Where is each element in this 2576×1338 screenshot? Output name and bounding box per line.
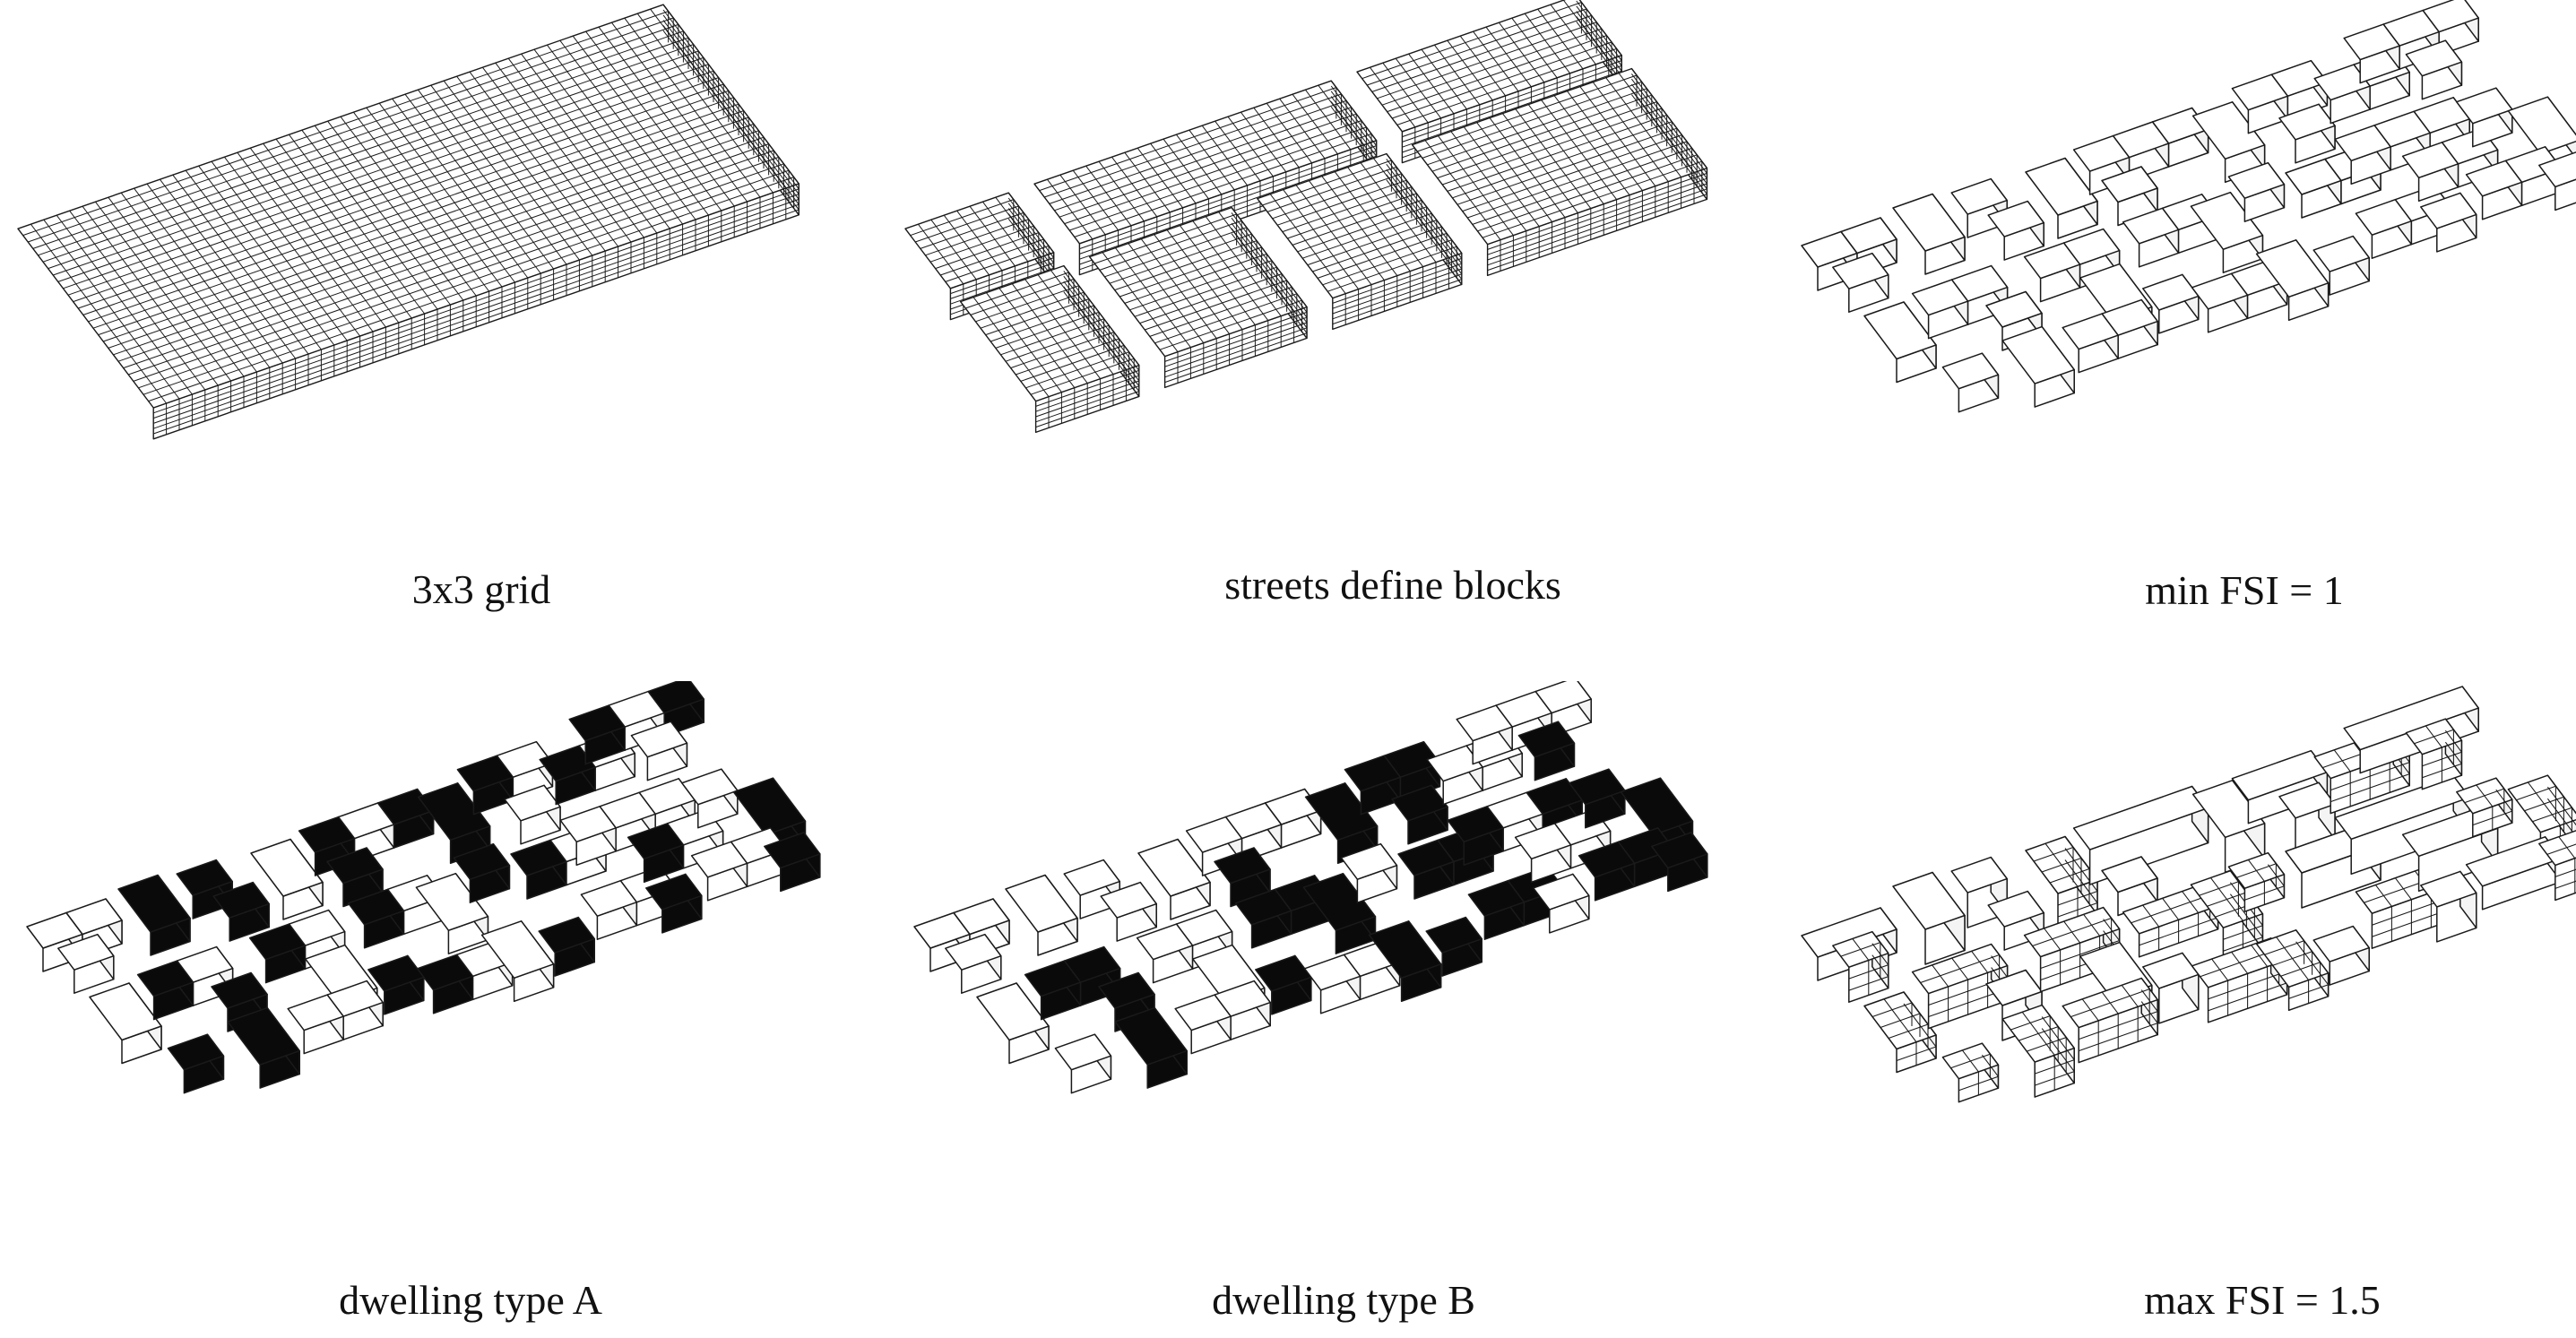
dwelling-unit <box>1942 353 1998 412</box>
panel-3x3-grid <box>0 0 860 574</box>
caption-max-fsi: max FSI = 1.5 <box>1859 1275 2576 1325</box>
dwelling-unit <box>1942 1043 1998 1102</box>
panel-dwelling-type-a <box>0 681 860 1264</box>
caption-streets-define-blocks: streets define blocks <box>990 560 1796 610</box>
dwelling-unit <box>1893 194 1965 275</box>
caption-dwelling-type-b: dwelling type B <box>940 1275 1747 1325</box>
grid-slab <box>18 4 799 439</box>
dwelling-unit <box>1115 1008 1187 1089</box>
dwelling-unit <box>228 1008 299 1089</box>
caption-min-fsi: min FSI = 1 <box>1841 565 2576 616</box>
dwelling-unit <box>1006 876 1077 956</box>
panel-streets-define-blocks <box>887 0 1730 574</box>
panel-min-fsi <box>1775 0 2576 574</box>
dwelling-unit <box>2002 327 2074 408</box>
dwelling-unit <box>1055 1034 1111 1093</box>
dwelling-unit <box>1893 873 1965 965</box>
caption-3x3-grid: 3x3 grid <box>78 565 885 615</box>
dwelling-unit <box>977 983 1049 1064</box>
panel-max-fsi <box>1775 681 2576 1264</box>
dwelling-unit <box>2002 1006 2074 1098</box>
dwelling-unit <box>118 876 190 956</box>
dwelling-unit <box>168 1034 223 1093</box>
dwelling-unit <box>1864 992 1936 1073</box>
panel-dwelling-type-b <box>887 681 1730 1264</box>
dwelling-unit <box>90 983 161 1064</box>
dwelling-unit <box>2062 979 2157 1063</box>
caption-dwelling-type-a: dwelling type A <box>67 1275 874 1325</box>
dwelling-unit <box>1864 302 1936 383</box>
